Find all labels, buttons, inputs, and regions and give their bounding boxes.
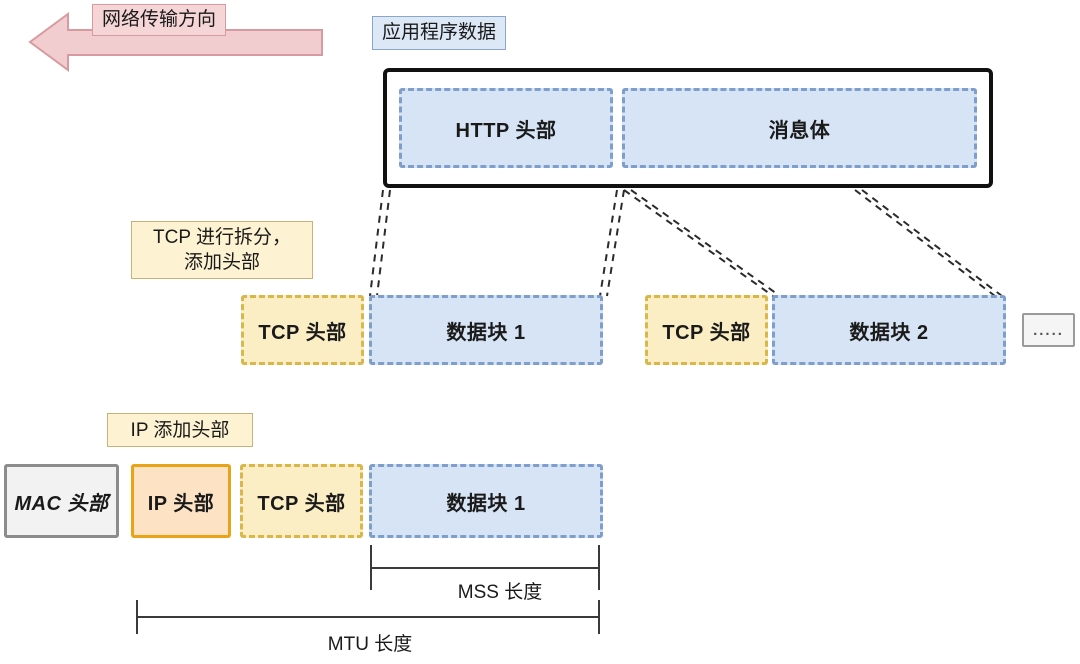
more-segments-ellipsis: ..... xyxy=(1022,313,1075,347)
tcp-header-block-frame: TCP 头部 xyxy=(240,464,363,538)
ip-header-block: IP 头部 xyxy=(131,464,231,538)
message-body-block: 消息体 xyxy=(622,88,977,168)
data-chunk-block-1: 数据块 1 xyxy=(369,295,603,365)
application-data-label: 应用程序数据 xyxy=(372,16,507,50)
mss-length-label: MSS 长度 xyxy=(457,581,543,603)
data-chunk-block-2: 数据块 2 xyxy=(772,295,1006,365)
data-chunk-block-frame: 数据块 1 xyxy=(369,464,603,538)
tcp-split-note: TCP 进行拆分， 添加头部 xyxy=(131,221,313,279)
mac-header-block: MAC 头部 xyxy=(4,464,119,538)
tcp-header-block-1: TCP 头部 xyxy=(241,295,364,365)
tcp-header-block-2: TCP 头部 xyxy=(645,295,768,365)
network-direction-label: 网络传输方向 xyxy=(92,4,227,36)
http-header-block: HTTP 头部 xyxy=(399,88,613,168)
ip-add-header-note: IP 添加头部 xyxy=(107,413,253,447)
mtu-length-label: MTU 长度 xyxy=(327,633,413,655)
